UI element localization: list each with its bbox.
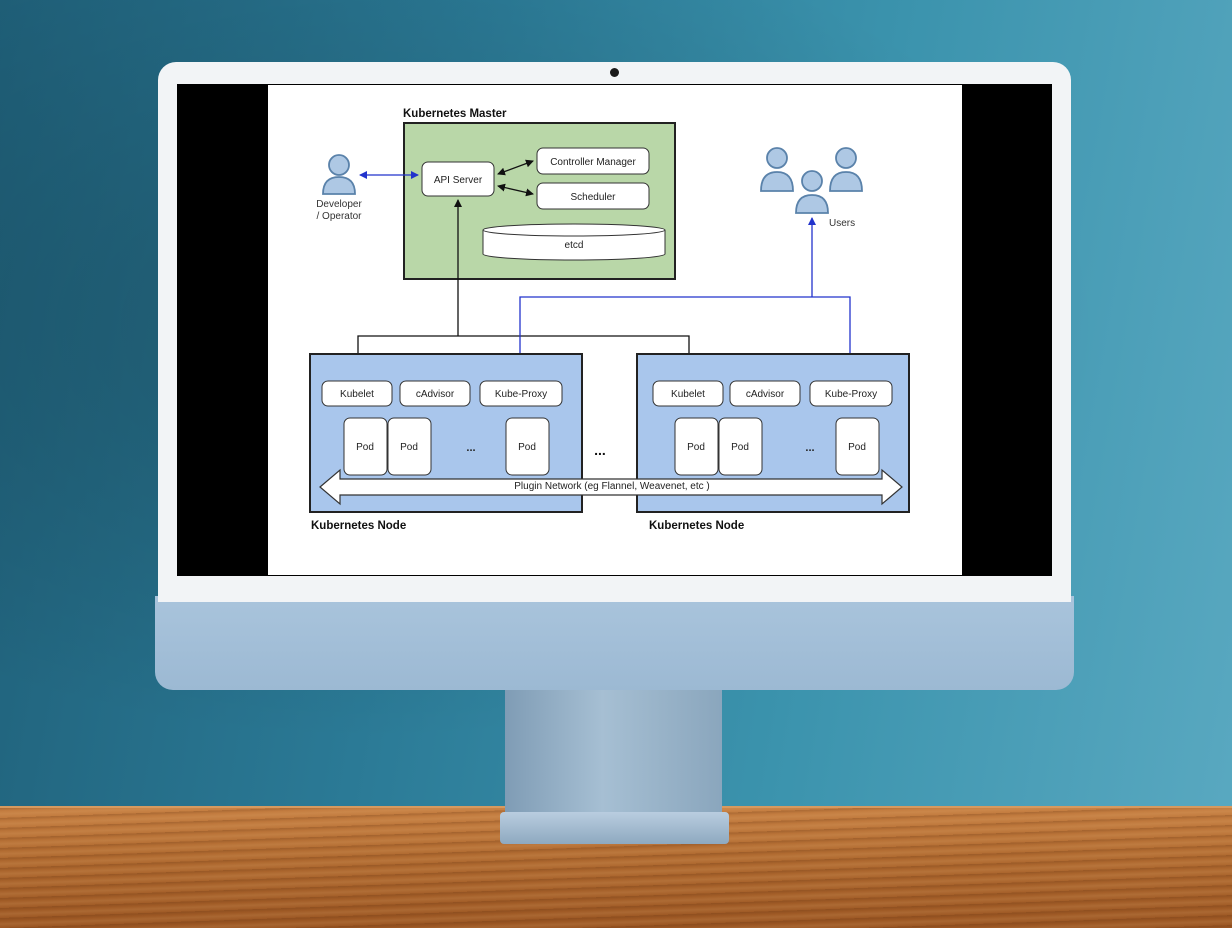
node2-kubelet-box xyxy=(652,380,724,407)
scheduler-label: Scheduler xyxy=(570,192,616,203)
users-icon xyxy=(760,147,863,214)
node2-pod2-box xyxy=(718,417,763,476)
monitor-stand xyxy=(505,688,722,816)
node1-pod1-label: Pod xyxy=(356,442,374,453)
monitor-stand-base xyxy=(500,812,729,844)
node2-kubeproxy-label: Kube-Proxy xyxy=(825,389,877,400)
node1-kubeproxy-box xyxy=(479,380,563,407)
node1-kubelet-label: Kubelet xyxy=(340,389,374,400)
etcd-cylinder xyxy=(482,223,666,261)
users-label: Users xyxy=(829,218,855,229)
node2-pod3-box xyxy=(835,417,880,476)
node1-pods-ellipsis: ... xyxy=(466,442,475,454)
api-server-box xyxy=(421,161,495,197)
node2-pod1-label: Pod xyxy=(687,442,705,453)
kubernetes-architecture-diagram: Kubernetes Master API Server Controller … xyxy=(309,108,910,532)
node1-title: Kubernetes Node xyxy=(311,520,406,532)
monitor-chin xyxy=(155,596,1074,690)
proxy-bus-line xyxy=(519,296,851,372)
scheduler-box xyxy=(536,182,650,210)
node2-title: Kubernetes Node xyxy=(649,520,744,532)
node1-pod2-box xyxy=(387,417,432,476)
node2-pod3-label: Pod xyxy=(848,442,866,453)
node1-pod3-box xyxy=(505,417,550,476)
node1-kubelet-box xyxy=(321,380,393,407)
developer-label-line2: / Operator xyxy=(316,211,362,222)
developer-icon xyxy=(322,154,356,195)
node2-kubelet-label: Kubelet xyxy=(671,389,705,400)
api-controller-arrow xyxy=(497,159,534,176)
controller-manager-box xyxy=(536,147,650,175)
plugin-network-arrow xyxy=(319,468,903,506)
node1-pod1-box xyxy=(343,417,388,476)
node1-cadvisor-label: cAdvisor xyxy=(416,389,455,400)
node1-pod2-label: Pod xyxy=(400,442,418,453)
camera-icon xyxy=(610,68,619,77)
controller-manager-label: Controller Manager xyxy=(550,157,636,168)
between-nodes-ellipsis: ... xyxy=(594,442,606,458)
node2-pod2-label: Pod xyxy=(731,442,749,453)
node1-cadvisor-box xyxy=(399,380,471,407)
api-scheduler-arrow xyxy=(497,183,534,197)
node2-pod1-box xyxy=(674,417,719,476)
node1-pod3-label: Pod xyxy=(518,442,536,453)
etcd-label: etcd xyxy=(565,240,584,251)
node2-cadvisor-label: cAdvisor xyxy=(746,389,785,400)
plugin-network-label: Plugin Network (eg Flannel, Weavenet, et… xyxy=(514,481,709,492)
developer-label-line1: Developer xyxy=(316,199,362,210)
node1-kubeproxy-label: Kube-Proxy xyxy=(495,389,547,400)
node2-kubeproxy-box xyxy=(809,380,893,407)
master-title: Kubernetes Master xyxy=(403,108,507,120)
node2-cadvisor-box xyxy=(729,380,801,407)
api-server-label: API Server xyxy=(434,175,483,186)
node2-pods-ellipsis: ... xyxy=(805,442,814,454)
